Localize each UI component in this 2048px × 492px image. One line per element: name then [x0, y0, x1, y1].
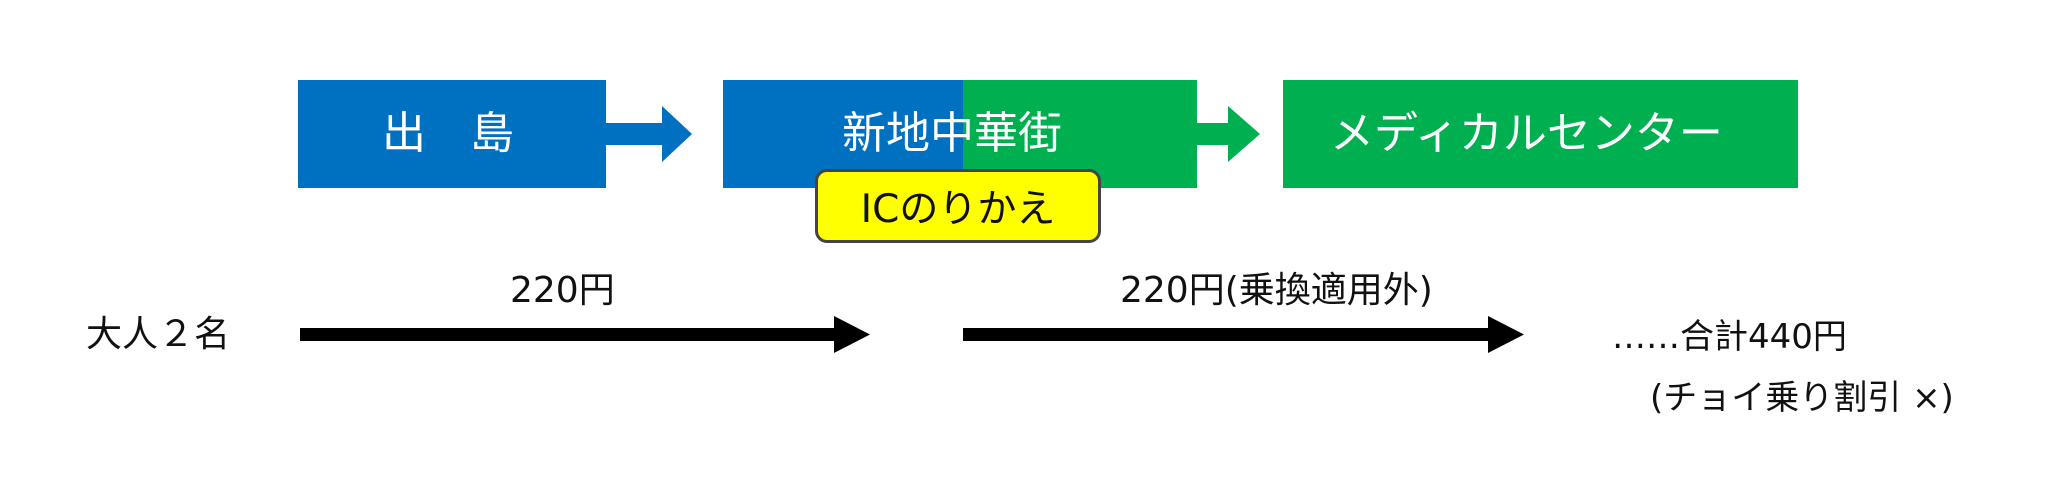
total-fare-label: ……合計440円	[1612, 317, 1847, 357]
passenger-count-label: 大人２名	[86, 314, 231, 355]
station-label-medical-center: メディカルセンター	[1330, 108, 1723, 159]
connector-arrow-blue	[606, 106, 692, 162]
fare-arrow-leg2	[963, 316, 1524, 353]
ic-transfer-badge: ICのりかえ	[815, 169, 1101, 243]
station-label-shinchi: 新地中華街	[842, 108, 1062, 159]
station-box-medical-center	[1283, 80, 1798, 188]
fare-label-leg1: 220円	[510, 270, 615, 311]
connector-arrow-green	[1197, 106, 1260, 162]
discount-note-label: (チョイ乗り割引 ×)	[1650, 378, 1954, 418]
station-box-dejima	[298, 80, 606, 188]
fare-label-leg2: 220円(乗換適用外)	[1120, 270, 1433, 311]
fare-arrow-leg1	[300, 316, 870, 353]
station-label-dejima: 出 島	[382, 108, 514, 159]
